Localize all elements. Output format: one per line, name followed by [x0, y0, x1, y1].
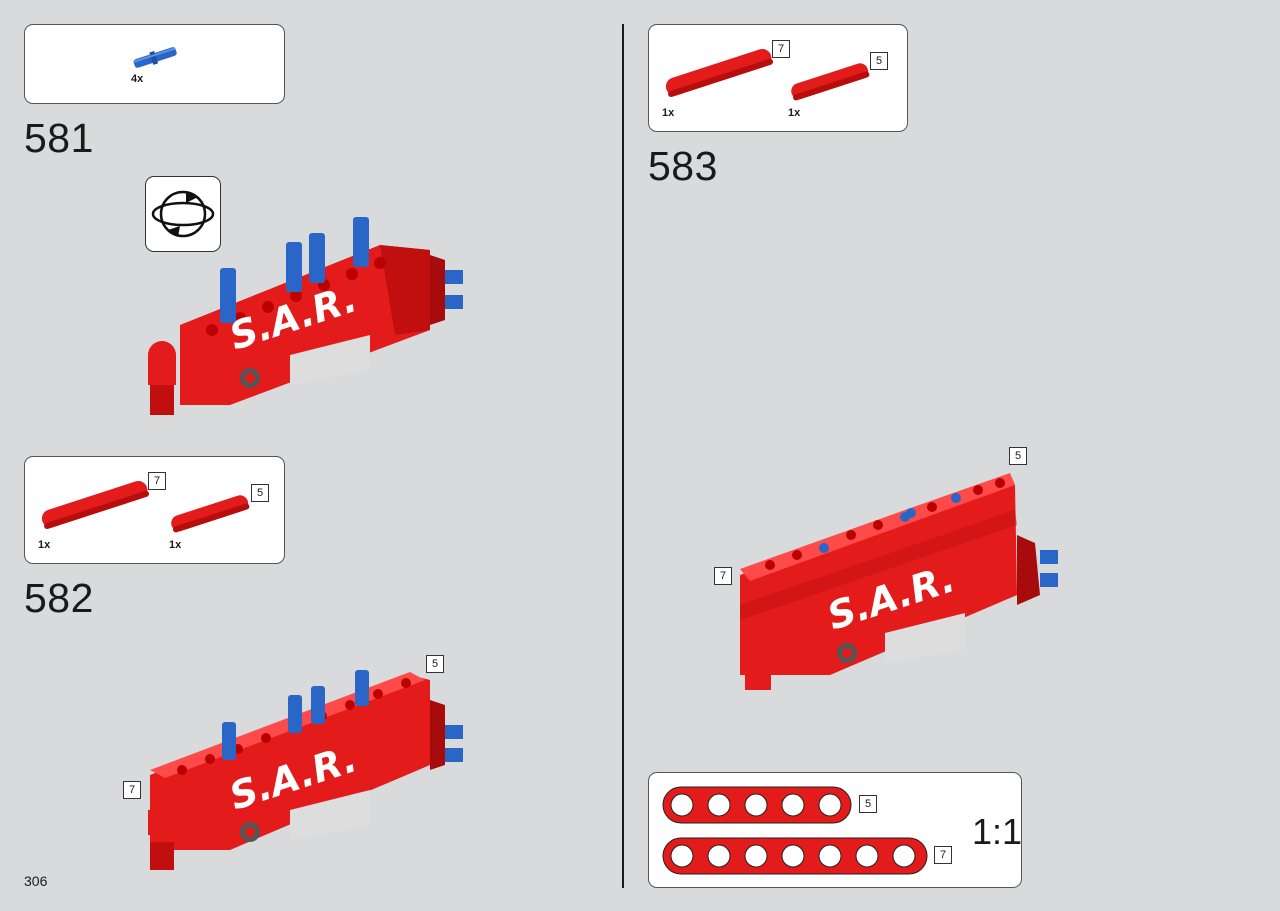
callout-length-label: 7: [123, 781, 141, 799]
step-number: 582: [24, 575, 94, 621]
part-quantity: 1x: [38, 539, 51, 551]
part-quantity: 4x: [131, 73, 144, 85]
length-label: 5: [251, 484, 269, 502]
parts-callout-581: 4x: [24, 24, 285, 104]
length-label: 5: [870, 52, 888, 70]
page-number: 306: [24, 873, 48, 889]
length-label: 7: [934, 846, 952, 864]
rotate-callout: [145, 176, 221, 252]
model-581: S.A.R.: [148, 217, 463, 415]
red-beam-part: [171, 495, 250, 533]
step-number: 581: [24, 115, 94, 161]
blue-pin-part: [133, 47, 177, 68]
beam-5-actual-size: [662, 786, 852, 824]
part-quantity: 1x: [662, 107, 675, 119]
part-quantity: 1x: [169, 539, 182, 551]
model-583: S.A.R.: [740, 473, 1058, 690]
length-label: 5: [859, 795, 877, 813]
parts-callout-583: 1x 7 1x 5: [648, 24, 908, 132]
page-divider: [622, 24, 624, 888]
rotate-model-icon: [151, 190, 215, 238]
length-label: 7: [772, 40, 790, 58]
model-582: S.A.R.: [148, 670, 463, 870]
beam-7-actual-size: [662, 837, 928, 875]
scale-label: 1:1: [972, 811, 1023, 852]
red-beam-part: [665, 48, 773, 97]
scale-guide: 5 7 1:1: [648, 772, 1022, 888]
part-quantity: 1x: [788, 107, 801, 119]
length-label: 7: [148, 472, 166, 490]
red-beam-part: [791, 63, 870, 101]
callout-length-label: 5: [1009, 447, 1027, 465]
red-beam-part: [41, 480, 149, 529]
callout-length-label: 5: [426, 655, 444, 673]
callout-length-label: 7: [714, 567, 732, 585]
parts-callout-582: 1x 7 1x 5: [24, 456, 285, 564]
step-number: 583: [648, 143, 718, 189]
